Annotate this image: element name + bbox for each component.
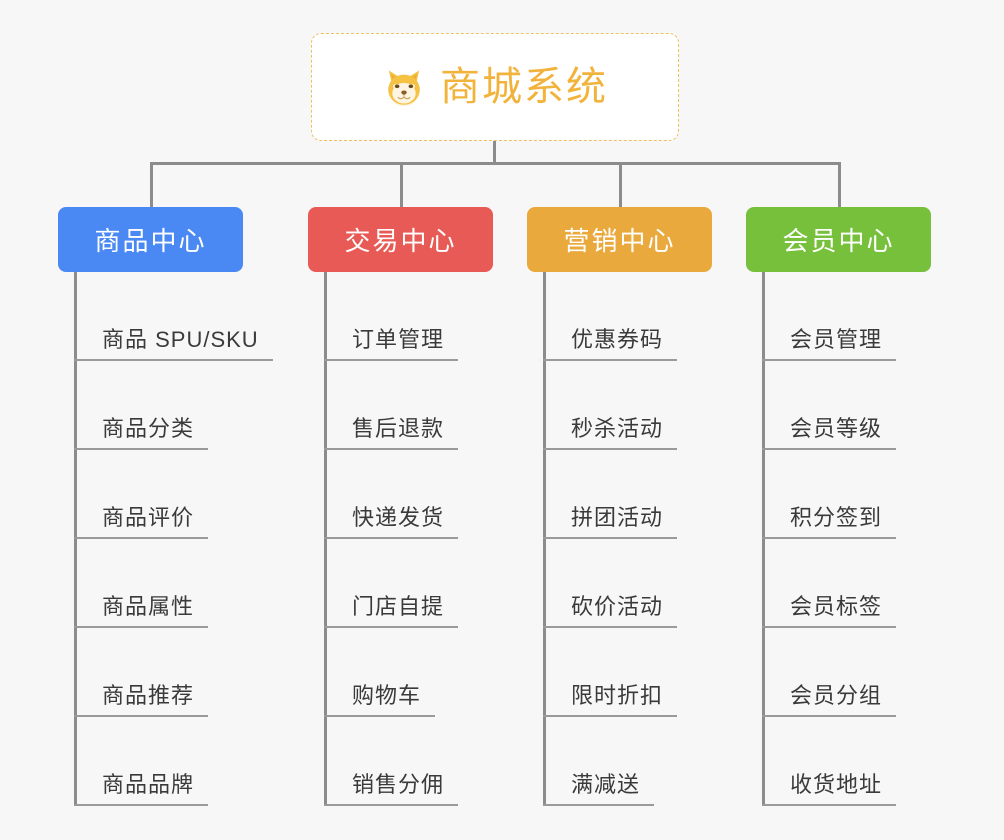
branch-item[interactable]: 商品评价 xyxy=(74,450,209,539)
branch-item-label: 商品属性 xyxy=(74,589,209,628)
branch-item[interactable]: 积分签到 xyxy=(762,450,897,539)
connector-drop-2 xyxy=(400,162,403,208)
branch-item-label: 订单管理 xyxy=(324,322,459,361)
branch-item-label: 优惠券码 xyxy=(543,322,678,361)
branch-item-label: 积分签到 xyxy=(762,500,897,539)
branch-item-label: 会员管理 xyxy=(762,322,897,361)
branch-item[interactable]: 快递发货 xyxy=(324,450,459,539)
branch-item[interactable]: 秒杀活动 xyxy=(543,361,678,450)
connector-drop-3 xyxy=(619,162,622,208)
branch-item[interactable]: 商品 SPU/SKU xyxy=(74,272,273,361)
root-title: 商城系统 xyxy=(440,65,608,109)
category-label: 商品中心 xyxy=(94,226,207,256)
branch-item[interactable]: 订单管理 xyxy=(324,272,459,361)
branch-item-label: 砍价活动 xyxy=(543,589,678,628)
branch-spine xyxy=(762,272,765,806)
branch-item-label: 满减送 xyxy=(543,767,655,806)
branch-item[interactable]: 收货地址 xyxy=(762,717,897,806)
branch-item-label: 购物车 xyxy=(324,678,436,717)
category-label: 会员中心 xyxy=(782,226,895,256)
branch-item-label: 门店自提 xyxy=(324,589,459,628)
branch-item[interactable]: 优惠券码 xyxy=(543,272,678,361)
branch-item[interactable]: 商品品牌 xyxy=(74,717,209,806)
branch-item-label: 售后退款 xyxy=(324,411,459,450)
branch-item-label: 商品品牌 xyxy=(74,767,209,806)
branch-item-label: 商品评价 xyxy=(74,500,209,539)
connector-drop-1 xyxy=(150,162,153,208)
branch-item[interactable]: 会员等级 xyxy=(762,361,897,450)
branch-item[interactable]: 砍价活动 xyxy=(543,539,678,628)
branch-item-label: 商品 SPU/SKU xyxy=(74,322,273,361)
branch-item-label: 秒杀活动 xyxy=(543,411,678,450)
branch-item[interactable]: 会员管理 xyxy=(762,272,897,361)
branch-item[interactable]: 商品推荐 xyxy=(74,628,209,717)
shiba-inu-dog-face-icon xyxy=(382,65,426,109)
category-label: 交易中心 xyxy=(344,226,457,256)
branch-item-label: 收货地址 xyxy=(762,767,897,806)
branch-item-label: 商品推荐 xyxy=(74,678,209,717)
branch-item-label: 会员等级 xyxy=(762,411,897,450)
branch-item-label: 商品分类 xyxy=(74,411,209,450)
branch-item-label: 限时折扣 xyxy=(543,678,678,717)
branch-item[interactable]: 满减送 xyxy=(543,717,655,806)
branch-item[interactable]: 购物车 xyxy=(324,628,436,717)
branch-item-label: 会员标签 xyxy=(762,589,897,628)
connector-drop-4 xyxy=(838,162,841,208)
category-label: 营销中心 xyxy=(563,226,676,256)
branch-item-label: 销售分佣 xyxy=(324,767,459,806)
category-box-4[interactable]: 会员中心 xyxy=(746,207,931,272)
category-box-3[interactable]: 营销中心 xyxy=(527,207,712,272)
branch-item-label: 拼团活动 xyxy=(543,500,678,539)
branch-item[interactable]: 商品分类 xyxy=(74,361,209,450)
branch-item[interactable]: 商品属性 xyxy=(74,539,209,628)
branch-item[interactable]: 会员分组 xyxy=(762,628,897,717)
branch-spine xyxy=(74,272,77,806)
branch-item[interactable]: 门店自提 xyxy=(324,539,459,628)
category-box-2[interactable]: 交易中心 xyxy=(308,207,493,272)
branch-item[interactable]: 销售分佣 xyxy=(324,717,459,806)
branch-spine xyxy=(324,272,327,806)
branch-item[interactable]: 拼团活动 xyxy=(543,450,678,539)
root-node[interactable]: 商城系统 xyxy=(311,33,679,141)
branch-item[interactable]: 会员标签 xyxy=(762,539,897,628)
branch-item[interactable]: 限时折扣 xyxy=(543,628,678,717)
branch-item-label: 快递发货 xyxy=(324,500,459,539)
branch-spine xyxy=(543,272,546,806)
category-box-1[interactable]: 商品中心 xyxy=(58,207,243,272)
connector-trunk-bar xyxy=(150,162,838,165)
branch-item-label: 会员分组 xyxy=(762,678,897,717)
branch-item[interactable]: 售后退款 xyxy=(324,361,459,450)
connector-root-stem xyxy=(493,141,496,165)
